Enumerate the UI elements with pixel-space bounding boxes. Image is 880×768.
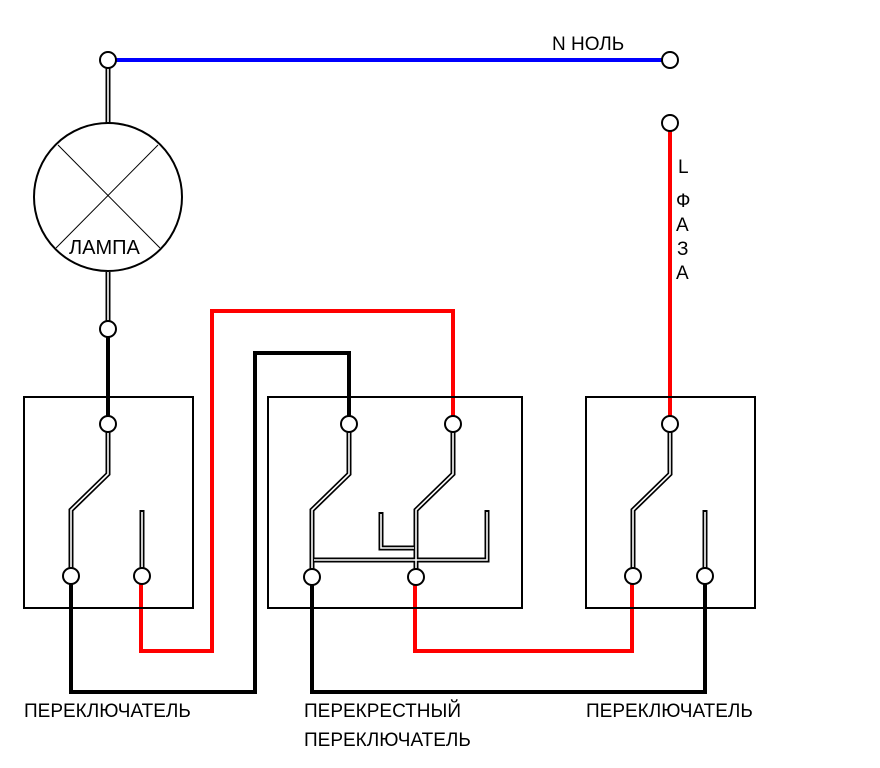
phase-vertical-label-3: З bbox=[677, 239, 688, 260]
lamp-label: ЛАМПА bbox=[69, 237, 141, 259]
switch-cross-in1-terminal bbox=[340, 415, 358, 433]
phase-vertical-label-1: Ф bbox=[676, 191, 690, 212]
black-traveler-wire-2 bbox=[310, 576, 707, 694]
phase-vertical-label-2: А bbox=[676, 215, 689, 236]
red-traveler-wire-1 bbox=[139, 309, 455, 653]
switch-left-out2-terminal bbox=[133, 567, 151, 585]
neutral-terminal bbox=[661, 51, 679, 69]
phase-letter-label: L bbox=[678, 157, 689, 178]
lamp-bottom-terminal bbox=[99, 320, 117, 338]
switch-right-out1-terminal bbox=[624, 567, 642, 585]
black-traveler-wire-1 bbox=[69, 351, 351, 694]
switch-left-box bbox=[23, 396, 194, 609]
phase-vertical-label-4: А bbox=[676, 263, 689, 284]
phase-terminal bbox=[661, 114, 679, 132]
switch-cross-label-line1: ПЕРЕКРЕСТНЫЙ bbox=[304, 700, 461, 722]
neutral-lamp-terminal bbox=[99, 51, 117, 69]
switch-cross-contacts bbox=[309, 424, 490, 577]
lamp: ЛАМПА bbox=[33, 122, 183, 272]
switch-right-box bbox=[585, 396, 756, 609]
switch-left-label: ПЕРЕКЛЮЧАТЕЛЬ bbox=[24, 701, 191, 722]
switch-left-out1-terminal bbox=[62, 567, 80, 585]
switch-cross-out2-terminal bbox=[407, 568, 425, 586]
switch-right-common-terminal bbox=[661, 415, 679, 433]
switch-right-out2-terminal bbox=[696, 567, 714, 585]
switch-cross-label-line2: ПЕРЕКЛЮЧАТЕЛЬ bbox=[304, 730, 471, 751]
neutral-label: N НОЛЬ bbox=[552, 34, 624, 55]
switch-cross-in2-terminal bbox=[444, 415, 462, 433]
switch-cross-box bbox=[267, 396, 523, 609]
switch-left-common-terminal bbox=[99, 415, 117, 433]
switch-right-contacts bbox=[630, 424, 708, 576]
switch-right-label: ПЕРЕКЛЮЧАТЕЛЬ bbox=[586, 701, 753, 722]
switch-cross-out1-terminal bbox=[303, 568, 321, 586]
switch-left-contacts bbox=[68, 424, 145, 576]
red-traveler-wire-2 bbox=[413, 576, 634, 653]
